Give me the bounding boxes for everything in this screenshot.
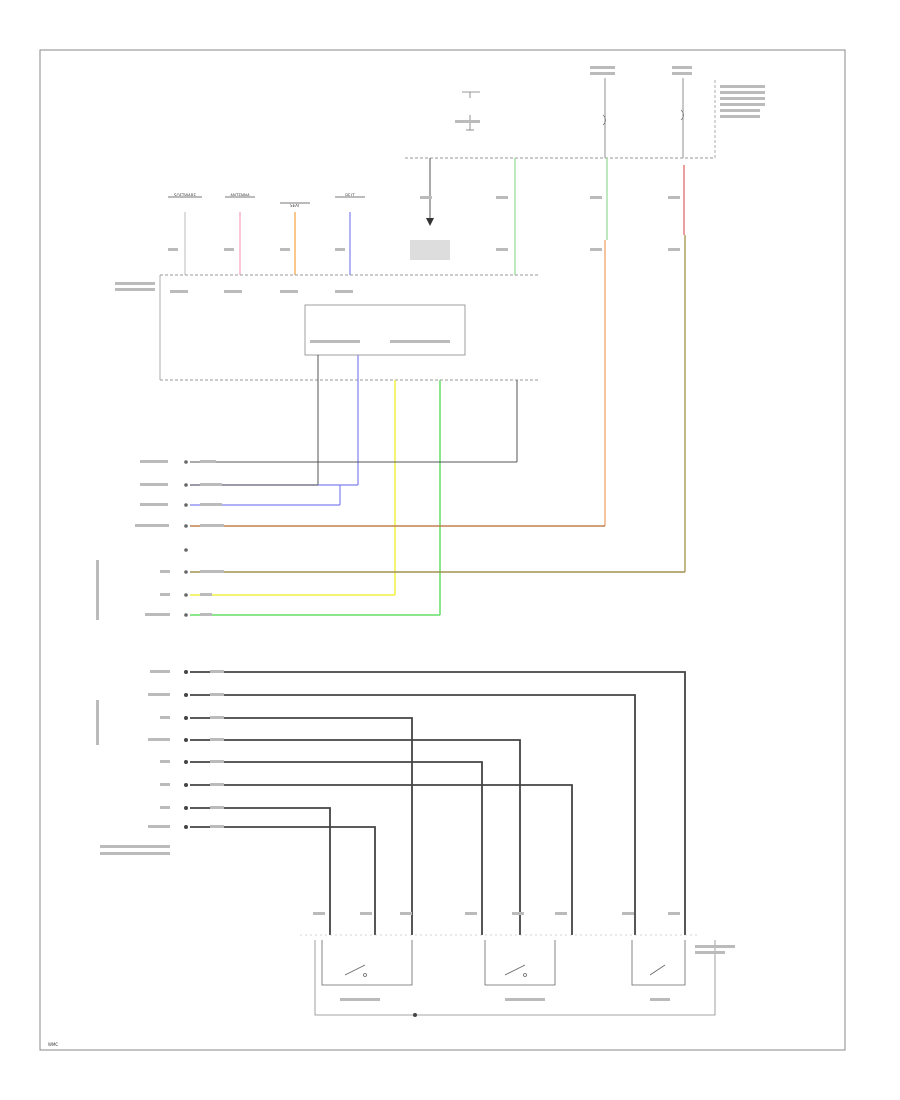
fuse-1 xyxy=(602,78,606,158)
bottom-wires xyxy=(190,671,686,935)
bottom-bracket xyxy=(314,940,716,1016)
middle-left-labels xyxy=(96,460,224,620)
middle-switch xyxy=(484,940,556,1001)
sensor-label-4: BELT xyxy=(345,193,355,198)
sensor-label-2: ANTENNA xyxy=(230,193,250,198)
middle-dots xyxy=(184,460,188,617)
sensor-label-1: SOFTWARE xyxy=(174,193,197,198)
sensor-label-3: SEAT xyxy=(290,203,300,208)
tiny-labels-top xyxy=(168,196,680,260)
black-wire-top xyxy=(426,158,434,226)
bottom-left-labels xyxy=(96,670,224,855)
switch-connector-labels xyxy=(313,912,680,915)
top-right-labels xyxy=(455,66,765,123)
left-switch xyxy=(321,940,413,1001)
top-ground-symbol xyxy=(462,91,480,131)
diagram-frame xyxy=(39,49,846,1051)
fuse-2 xyxy=(680,78,684,158)
middle-wires xyxy=(190,461,685,616)
ground-dot xyxy=(413,1013,417,1017)
right-switch xyxy=(631,940,686,1001)
bottom-dots xyxy=(184,670,188,829)
sensor-labels: SOFTWARE ANTENNA SEAT BELT xyxy=(168,193,365,208)
footer-code: WMC xyxy=(48,1042,58,1047)
inner-module-box xyxy=(304,304,466,356)
module-labels xyxy=(115,282,450,343)
